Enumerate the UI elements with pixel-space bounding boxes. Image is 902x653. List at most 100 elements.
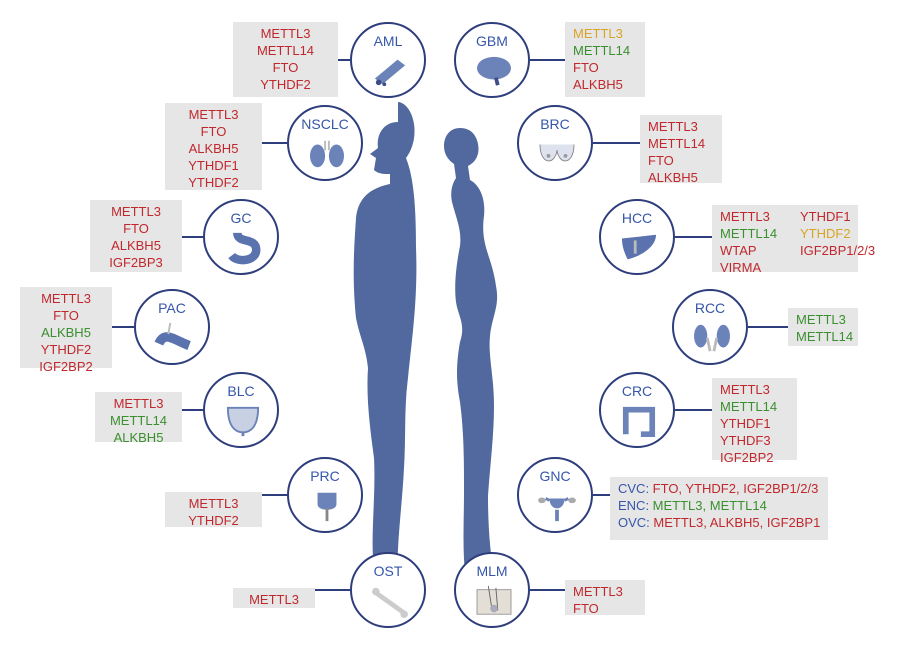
gene-label: FTO, YTHDF2, IGF2BP1/2/3 xyxy=(652,481,819,496)
blood-vessel-icon xyxy=(374,59,406,87)
organ-label: NSCLC xyxy=(301,116,349,132)
gene-label: WTAP xyxy=(720,243,757,258)
brain-icon xyxy=(477,56,511,86)
breast-icon xyxy=(539,144,575,162)
connector-line xyxy=(748,326,788,328)
gene-row: FTO xyxy=(28,307,104,324)
gene-row: YTHDF3 xyxy=(720,432,789,449)
organ-circle-hcc: HCC xyxy=(599,199,675,275)
gene-row: METTL3 xyxy=(573,583,637,600)
organ-circle-gbm: GBM xyxy=(454,22,530,98)
gene-label: METTL14 xyxy=(648,136,706,151)
gene-row: METTL3 xyxy=(241,25,330,42)
gene-row: YTHDF2 xyxy=(28,341,104,358)
organ-label: GC xyxy=(230,210,252,226)
gene-label: YTHDF2 xyxy=(40,342,92,357)
organ-circle-mlm: MLM xyxy=(454,552,530,628)
organ-label: RCC xyxy=(694,300,726,316)
gene-label: ALKBH5 xyxy=(188,141,239,156)
bladder-icon xyxy=(226,406,260,437)
gene-label: YTHDF2 xyxy=(188,513,239,528)
organ-circle-pac: PAC xyxy=(134,289,210,365)
gene-row: FTO xyxy=(573,600,637,617)
gene-row: METTL3 xyxy=(28,290,104,307)
gene-label: METTL3 xyxy=(648,119,698,134)
gene-row: CVC: FTO, YTHDF2, IGF2BP1/2/3 xyxy=(618,480,820,497)
organ-label: GNC xyxy=(539,468,571,484)
gene-row: METTL14 xyxy=(241,42,330,59)
connector-line xyxy=(530,59,565,61)
prostate-icon xyxy=(317,492,337,522)
gene-label: IGF2BP3 xyxy=(109,255,163,270)
gene-row: FTO xyxy=(648,152,714,169)
gene-label: FTO xyxy=(200,124,227,139)
gene-label: OVC: xyxy=(618,515,654,530)
gene-row: METTL14 xyxy=(103,412,174,429)
gene-row: METTL3 xyxy=(173,106,254,123)
gene-label: METTL14 xyxy=(720,226,778,241)
gene-label: ALKBH5 xyxy=(573,77,623,92)
gene-label: METTL3, METTL14 xyxy=(652,498,767,513)
gene-label: IGF2BP2 xyxy=(39,359,93,374)
connector-line xyxy=(675,409,712,411)
gene-row: METTL3 xyxy=(573,25,637,42)
gene-label: METTL14 xyxy=(256,43,315,58)
connector-line xyxy=(675,236,712,238)
gene-label: YTHDF2 xyxy=(260,77,311,92)
gene-label: IGF2BP2 xyxy=(720,450,774,465)
gene-row: YTHDF2 xyxy=(241,76,330,93)
gene-label: METTL3 xyxy=(188,107,239,122)
gene-row: ENC: METTL3, METTL14 xyxy=(618,497,820,514)
liver-icon xyxy=(622,234,656,260)
lungs-icon xyxy=(310,140,344,168)
connector-line xyxy=(593,142,640,144)
gene-label: METTL3 xyxy=(573,26,623,41)
organ-circle-nsclc: NSCLC xyxy=(287,105,363,181)
gene-row: METTL3 xyxy=(796,311,850,328)
organ-label: OST xyxy=(373,563,403,579)
gene-row: IGF2BP2 xyxy=(28,358,104,375)
gene-label: ALKBH5 xyxy=(111,238,161,253)
gene-row: OVC: METTL3, ALKBH5, IGF2BP1 xyxy=(618,514,820,531)
gene-label: YTHDF1 xyxy=(720,416,771,431)
skin-icon xyxy=(476,585,512,615)
gene-box-ost: METTL3 xyxy=(233,588,315,608)
gene-row: YTHDF1 xyxy=(720,415,789,432)
organ-circle-prc: PRC xyxy=(287,457,363,533)
gene-label: YTHDF1 xyxy=(188,158,239,173)
gene-row: ALKBH5 xyxy=(173,140,254,157)
gene-row: IGF2BP3 xyxy=(98,254,174,271)
gene-label: ALKBH5 xyxy=(113,430,164,445)
gene-row: ALKBH5 xyxy=(573,76,637,93)
organ-circle-gnc: GNC xyxy=(517,457,593,533)
female-silhouette xyxy=(444,128,498,586)
gene-row: METTL14 xyxy=(573,42,637,59)
gene-label: METTL14 xyxy=(720,399,778,414)
organ-circle-aml: AML xyxy=(350,22,426,98)
gene-label: YTHDF2 xyxy=(800,226,851,241)
organ-circle-blc: BLC xyxy=(203,372,279,448)
connector-line xyxy=(338,59,350,61)
stomach-icon xyxy=(228,231,261,265)
gene-row: METTL3 xyxy=(720,381,789,398)
gene-label: METTL3, ALKBH5, IGF2BP1 xyxy=(653,515,821,530)
gene-row: FTO xyxy=(98,220,174,237)
connector-line xyxy=(182,236,203,238)
gene-label: METTL3 xyxy=(188,496,239,511)
gene-label: FTO xyxy=(573,60,599,75)
gene-label: ALKBH5 xyxy=(648,170,698,185)
gene-row: YTHDF1 xyxy=(173,157,254,174)
gene-row: METTL3 xyxy=(648,118,714,135)
organ-label: CRC xyxy=(621,383,653,399)
gene-label: FTO xyxy=(573,601,599,616)
organ-label: GBM xyxy=(476,33,508,49)
organ-circle-rcc: RCC xyxy=(672,289,748,365)
